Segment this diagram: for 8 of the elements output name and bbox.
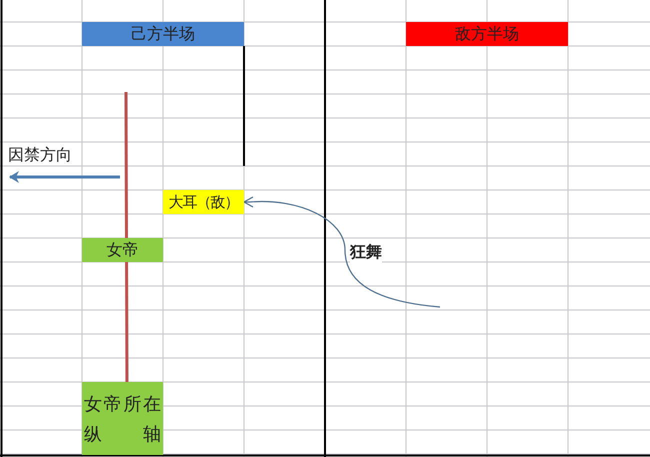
highlighted-cell: 大耳（敌） [163,190,244,214]
direction-label: 因禁方向 [8,145,72,166]
header-cell: 敌方半场 [406,22,568,46]
highlighted-cell: 女帝所在纵轴 [82,382,163,455]
highlighted-cell: 女帝 [82,238,163,262]
curved-arrow [243,196,440,308]
header-cell: 己方半场 [82,22,244,46]
edge-label: 狂舞 [350,242,382,263]
